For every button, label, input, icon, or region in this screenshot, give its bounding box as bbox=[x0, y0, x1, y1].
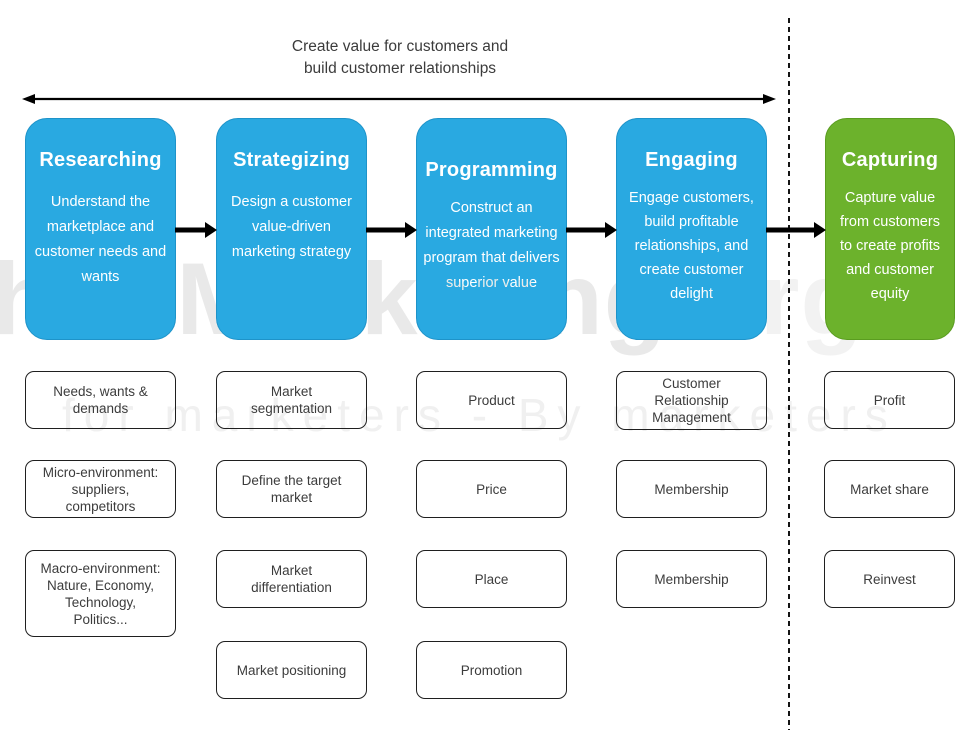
item-micro-environment: Micro-environment: suppliers, competitor… bbox=[25, 460, 176, 518]
stage-researching-title: Researching bbox=[39, 149, 162, 171]
stage-strategizing-description: Design a customer value-driven marketing… bbox=[231, 194, 352, 260]
item-membership-2: Membership bbox=[616, 550, 767, 608]
stage-researching: Researching Understand the marketplace a… bbox=[25, 118, 176, 340]
diagram-title-line2: build customer relationships bbox=[303, 60, 497, 77]
item-place: Place bbox=[416, 550, 567, 608]
item-market-differentiation: Market differentiation bbox=[216, 550, 367, 608]
item-profit: Profit bbox=[824, 371, 955, 429]
item-market-share: Market share bbox=[824, 460, 955, 518]
stage-capturing-title: Capturing bbox=[841, 149, 939, 171]
stage-strategizing-title: Strategizing bbox=[233, 149, 350, 171]
stage-capturing-description: Capture value from customers to create p… bbox=[840, 190, 940, 302]
item-customer-relationship-management: Customer Relationship Management bbox=[616, 371, 767, 430]
stage-programming: Programming Construct an integrated mark… bbox=[416, 118, 567, 340]
stage-programming-description: Construct an integrated marketing progra… bbox=[423, 200, 560, 291]
diagram-title-line1: Create value for customers and bbox=[291, 38, 509, 55]
item-product: Product bbox=[416, 371, 567, 429]
flow-arrow-researching-strategizing bbox=[175, 222, 217, 238]
item-market-segmentation: Market segmentation bbox=[216, 371, 367, 429]
flow-arrow-programming-engaging bbox=[566, 222, 617, 238]
item-membership-1: Membership bbox=[616, 460, 767, 518]
item-market-positioning: Market positioning bbox=[216, 641, 367, 699]
stage-engaging: Engaging Engage customers, build profita… bbox=[616, 118, 767, 340]
flow-arrow-engaging-capturing bbox=[766, 222, 826, 238]
item-needs-wants-demands: Needs, wants & demands bbox=[25, 371, 176, 429]
diagram-title: Create value for customers and build cus… bbox=[120, 36, 680, 80]
stage-programming-title: Programming bbox=[425, 159, 558, 181]
item-promotion: Promotion bbox=[416, 641, 567, 699]
item-price: Price bbox=[416, 460, 567, 518]
flow-arrow-strategizing-programming bbox=[366, 222, 417, 238]
item-define-target-market: Define the target market bbox=[216, 460, 367, 518]
stage-capturing: Capturing Capture value from customers t… bbox=[825, 118, 955, 340]
stage-engaging-title: Engaging bbox=[645, 149, 738, 171]
stage-researching-description: Understand the marketplace and customer … bbox=[34, 194, 167, 285]
stage-strategizing: Strategizing Design a customer value-dri… bbox=[216, 118, 367, 340]
item-macro-environment: Macro-environment: Nature, Economy, Tech… bbox=[25, 550, 176, 637]
double-headed-span-arrow bbox=[22, 94, 776, 104]
item-reinvest: Reinvest bbox=[824, 550, 955, 608]
value-capture-divider-dashed-line bbox=[788, 18, 790, 730]
stage-engaging-description: Engage customers, build profitable relat… bbox=[629, 190, 754, 302]
